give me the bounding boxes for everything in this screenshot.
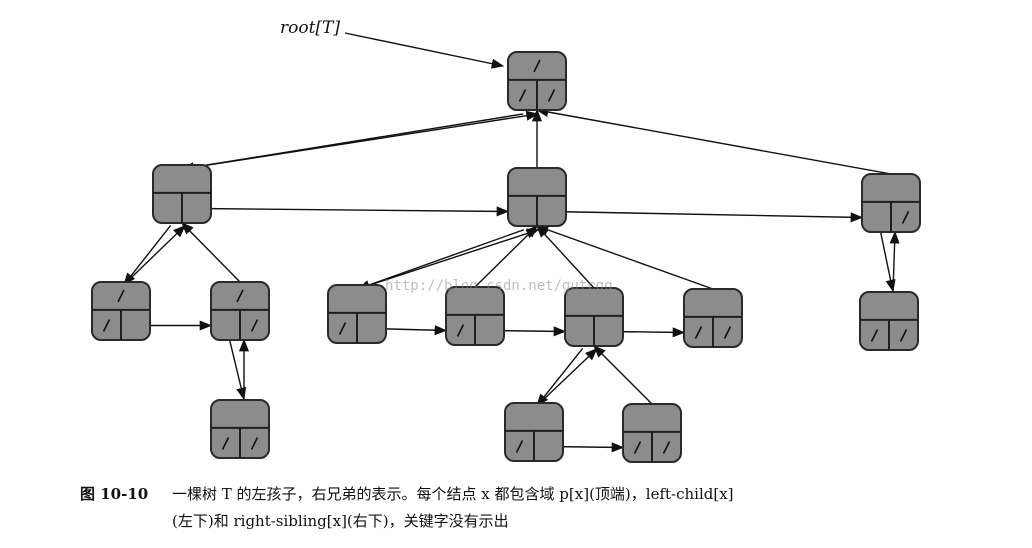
nil-left-child-mark [870, 329, 879, 342]
nil-left-child-mark [694, 326, 703, 339]
nodes-layer [91, 51, 921, 463]
tree-node-b1 [327, 284, 387, 344]
right-sibling-edge-b-to-c [551, 210, 864, 223]
nil-parent-mark [117, 289, 125, 303]
tree-diagram: root[T] http://blog.csdn.net/gutcgq [91, 18, 921, 463]
left-child-edge-b3-to-b3l [536, 348, 584, 407]
left-child-edge-root-to-a [181, 113, 524, 173]
nil-right-sibling-mark [547, 89, 556, 102]
watermark-text: http://blog.csdn.net/gutcgq [385, 278, 613, 294]
tree-node-b2 [445, 286, 505, 346]
root-pointer-label: root[T] [280, 18, 340, 38]
nil-left-child-mark [515, 440, 524, 453]
parent-edge-b2-to-b [474, 225, 538, 288]
tree-node-a2 [210, 281, 270, 341]
nil-left-child-mark [338, 322, 347, 335]
parent-edge-b3r-to-b3 [593, 345, 653, 405]
parent-edge-a1-to-a [123, 224, 186, 286]
tree-node-a2c [210, 399, 270, 459]
parent-edge-c1-to-c [889, 230, 900, 293]
edges-layer [123, 107, 900, 453]
tree-node-a1 [91, 281, 151, 341]
nil-right-sibling-mark [250, 319, 259, 332]
tree-node-b3r [622, 403, 682, 463]
nil-left-child-mark [518, 89, 527, 102]
nil-parent-mark [236, 289, 244, 303]
nil-left-child-mark [221, 437, 230, 450]
nil-right-sibling-mark [723, 326, 732, 339]
caption-line-2: (左下)和 right-sibling[x](右下)，关键字没有示出 [172, 512, 509, 530]
right-sibling-edge-a-to-b [196, 206, 510, 217]
tree-node-c [861, 173, 921, 233]
tree-node-b3l [504, 402, 564, 462]
tree-node-b4 [683, 288, 743, 348]
left-child-edge-a2-to-a2c [228, 338, 247, 401]
nil-right-sibling-mark [250, 437, 259, 450]
tree-node-b [507, 167, 567, 227]
left-child-edge-c-to-c1 [879, 231, 896, 293]
parent-edge-b3l-to-b3 [536, 348, 598, 407]
parent-edge-a2-to-a [181, 222, 241, 283]
nil-parent-mark [533, 59, 541, 73]
nil-right-sibling-mark [899, 329, 908, 342]
tree-node-root [507, 51, 567, 111]
nil-left-child-mark [102, 319, 111, 332]
figure-caption: 图 10-10 一棵树 T 的左孩子，右兄弟的表示。每个结点 x 都包含域 p[x… [80, 481, 980, 535]
tree-node-a [152, 164, 212, 224]
tree-node-b3 [564, 287, 624, 347]
nil-right-sibling-mark [901, 211, 910, 224]
parent-edge-b4-to-b [535, 225, 714, 290]
parent-edge-b3-to-b [536, 225, 595, 289]
figure-number: 图 10-10 [80, 485, 149, 503]
left-child-edge-b-to-b1 [357, 229, 525, 290]
nil-right-sibling-mark [662, 441, 671, 454]
root-pointer-arrow [344, 32, 505, 69]
nil-left-child-mark [633, 441, 642, 454]
parent-edge-b1-to-b [358, 228, 540, 290]
parent-edge-c-to-root [535, 107, 892, 175]
left-child-edge-a-to-a1 [123, 225, 172, 286]
caption-line-1: 图 10-10 一棵树 T 的左孩子，右兄弟的表示。每个结点 x 都包含域 p[x… [80, 481, 980, 508]
tree-node-c1 [859, 291, 919, 351]
nil-left-child-mark [456, 324, 465, 337]
caption-text-1: 一棵树 T 的左孩子，右兄弟的表示。每个结点 x 都包含域 p[x](顶端)，l… [172, 485, 734, 503]
